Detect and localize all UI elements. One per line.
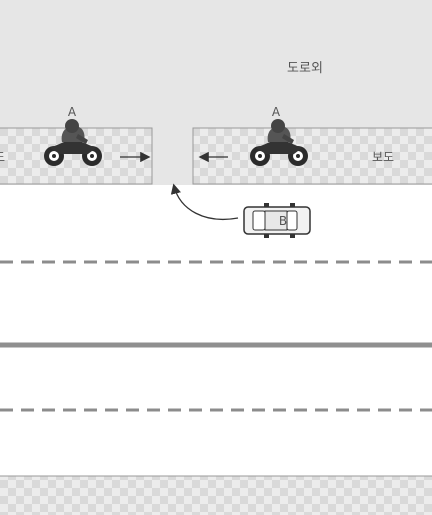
road xyxy=(0,185,432,476)
offroad-label: 도로외 xyxy=(287,61,323,76)
sidewalk-left-label: 도 xyxy=(0,150,5,164)
sidewalk-right xyxy=(192,127,432,185)
car-label: B xyxy=(279,214,287,228)
motorcycle-icon xyxy=(44,119,102,166)
car-icon xyxy=(243,203,311,238)
motorcycle-icon xyxy=(250,119,308,166)
motorcycle-left-label: A xyxy=(68,105,77,119)
sidewalk-bottom xyxy=(0,475,432,515)
turn-arrow-icon xyxy=(170,183,239,220)
sidewalk-right-label: 보도 xyxy=(372,150,394,164)
motorcycle-right-label: A xyxy=(272,105,281,119)
